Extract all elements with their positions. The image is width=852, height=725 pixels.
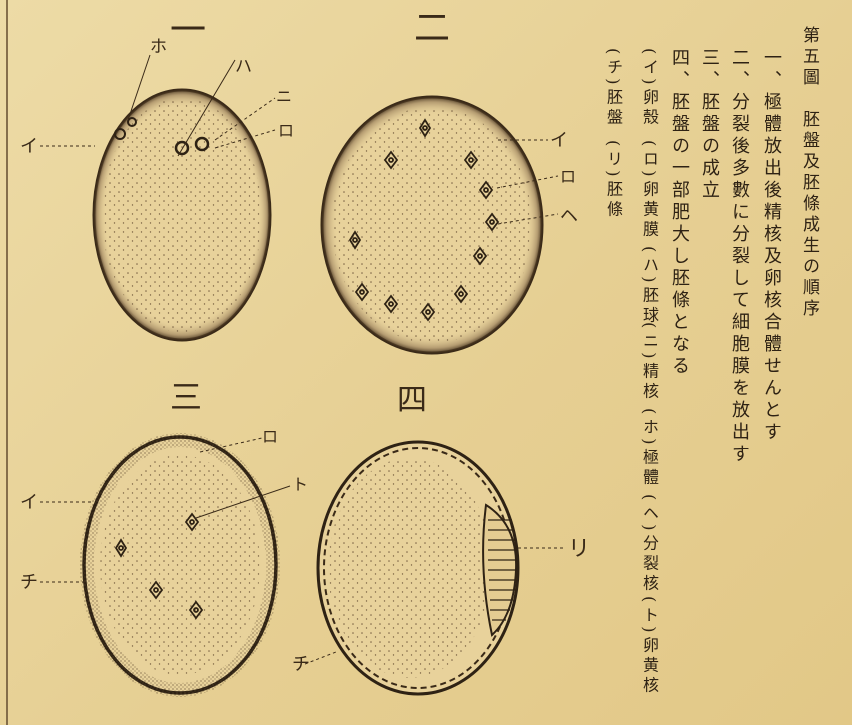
caption-step-4: 四、胚盤の一部肥大し胚條となる	[670, 48, 688, 378]
fig3-label-ro: ロ	[262, 427, 278, 446]
figure-1-egg	[40, 55, 275, 340]
fig1-label-ha: ハ	[235, 57, 252, 77]
legend-he: (ヘ)分裂核	[640, 494, 658, 594]
figure-2-egg	[322, 97, 558, 353]
fig2-label-he: ヘ	[560, 206, 578, 227]
caption-step-2: 二、分裂後多數に分裂して細胞膜を放出す	[730, 48, 748, 466]
fig1-label-i: イ	[20, 136, 38, 157]
fig3-label-i: イ	[20, 492, 38, 513]
legend-i: (イ)卵殼	[640, 48, 658, 128]
fig1-label-ro: ロ	[278, 121, 294, 140]
legend-ha: (ハ)胚球	[640, 246, 658, 326]
legend-ro: (ロ)卵黄膜	[640, 140, 658, 240]
figure-4-egg	[305, 442, 566, 694]
figure-2-number: 二	[414, 8, 450, 49]
fig4-label-ri: リ	[568, 537, 590, 562]
fig3-label-chi: チ	[20, 572, 38, 593]
fig2-label-i: イ	[550, 130, 568, 151]
fig1-label-ho: ホ	[150, 37, 167, 57]
caption-step-1: 一、極體放出後精核及卵核合體せんとす	[762, 48, 780, 444]
caption-step-3: 三、胚盤の成立	[700, 48, 718, 202]
legend-ni: (ニ)精核	[640, 322, 658, 402]
figure-1-number: 一	[170, 10, 206, 51]
legend-ho: (ホ)極體	[640, 408, 658, 488]
figure-4-number: 四	[397, 383, 427, 418]
figure-3-egg	[40, 437, 290, 693]
legend-ri: (リ)胚條	[604, 140, 622, 220]
fig4-label-chi: チ	[292, 654, 310, 675]
legend-to: (ト)卵黄核	[640, 596, 658, 696]
caption-title: 第五圖 胚盤及胚條成生の順序	[800, 26, 818, 320]
fig1-label-ni: ニ	[276, 87, 292, 106]
figure-3-number: 三	[170, 378, 202, 416]
fig2-label-ro: ロ	[560, 167, 576, 186]
fig3-label-to: ト	[292, 475, 308, 494]
legend-chi: (チ)胚盤	[604, 48, 622, 128]
